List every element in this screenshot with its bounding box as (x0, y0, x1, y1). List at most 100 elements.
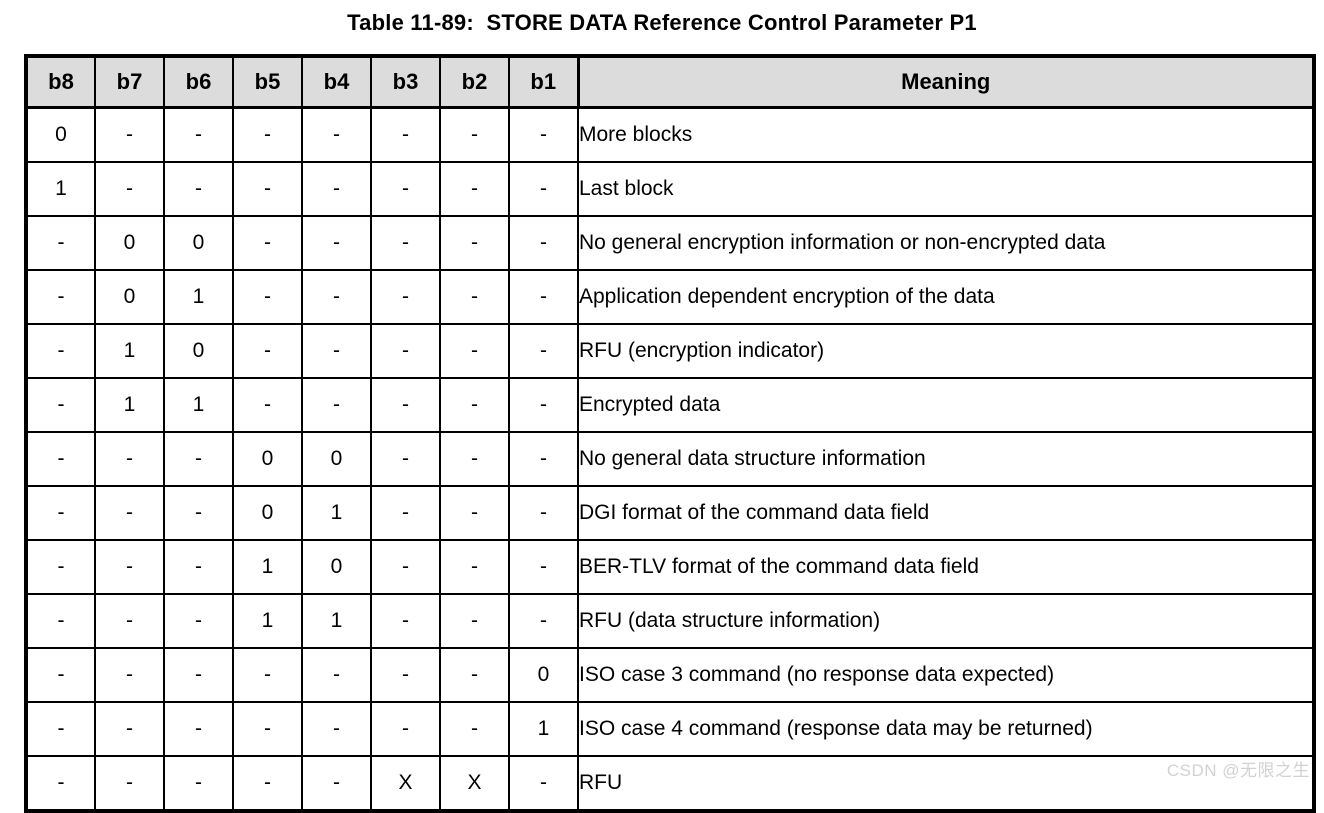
bit-cell-b2: - (439, 269, 510, 325)
bit-cell-b7: - (94, 106, 165, 163)
bit-cell-b6: 0 (163, 323, 234, 379)
bit-cell-b1: - (508, 539, 579, 595)
bit-cell-b5: - (232, 106, 303, 163)
column-header-b1: b1 (508, 55, 579, 109)
column-header-b6: b6 (163, 55, 234, 109)
bit-cell-b7: - (94, 431, 165, 487)
column-header-b2: b2 (439, 55, 510, 109)
bit-cell-b2: - (439, 539, 510, 595)
bit-cell-b4: 0 (301, 539, 372, 595)
bit-cell-b1: - (508, 269, 579, 325)
bit-cell-b8: - (25, 215, 96, 271)
table-container: b8 b7 b6 b5 b4 b3 b2 b1 Meaning 0-------… (24, 54, 1316, 813)
table-row: 1-------Last block (25, 161, 1315, 217)
table-header: b8 b7 b6 b5 b4 b3 b2 b1 Meaning (25, 55, 1315, 109)
bit-cell-b2: - (439, 701, 510, 757)
bit-cell-b2: - (439, 161, 510, 217)
bit-cell-b4: 1 (301, 593, 372, 649)
bit-cell-b3: - (370, 106, 441, 163)
bit-cell-b8: - (25, 755, 96, 811)
bit-cell-b6: - (163, 593, 234, 649)
column-header-b5: b5 (232, 55, 303, 109)
bit-cell-b7: - (94, 593, 165, 649)
column-header-b3: b3 (370, 55, 441, 109)
bit-cell-b7: - (94, 755, 165, 811)
bit-cell-b3: - (370, 431, 441, 487)
bit-cell-b3: - (370, 647, 441, 703)
meaning-cell: More blocks (577, 106, 1315, 163)
bit-cell-b6: - (163, 701, 234, 757)
column-header-b7: b7 (94, 55, 165, 109)
bit-cell-b6: 1 (163, 377, 234, 433)
bit-cell-b2: - (439, 377, 510, 433)
bit-cell-b1: - (508, 377, 579, 433)
bit-cell-b2: - (439, 323, 510, 379)
bit-cell-b2: X (439, 755, 510, 811)
bit-cell-b6: - (163, 539, 234, 595)
bit-cell-b5: - (232, 647, 303, 703)
meaning-cell: Encrypted data (577, 377, 1315, 433)
bit-cell-b4: - (301, 106, 372, 163)
bit-cell-b7: - (94, 539, 165, 595)
bit-cell-b5: - (232, 323, 303, 379)
bit-cell-b6: - (163, 431, 234, 487)
meaning-cell: Last block (577, 161, 1315, 217)
bit-cell-b7: 0 (94, 215, 165, 271)
bit-cell-b8: - (25, 647, 96, 703)
bit-cell-b1: - (508, 755, 579, 811)
bit-cell-b7: - (94, 701, 165, 757)
bit-cell-b4: - (301, 377, 372, 433)
meaning-cell: ISO case 3 command (no response data exp… (577, 647, 1315, 703)
bit-cell-b6: - (163, 161, 234, 217)
bit-cell-b8: - (25, 485, 96, 541)
meaning-cell: RFU (577, 755, 1315, 811)
bit-cell-b1: 0 (508, 647, 579, 703)
bit-cell-b8: - (25, 431, 96, 487)
bit-cell-b2: - (439, 593, 510, 649)
bit-cell-b7: 0 (94, 269, 165, 325)
bit-cell-b1: - (508, 485, 579, 541)
bit-cell-b8: 0 (25, 106, 96, 163)
bit-cell-b4: - (301, 269, 372, 325)
meaning-cell: No general encryption information or non… (577, 215, 1315, 271)
bit-cell-b2: - (439, 485, 510, 541)
bit-cell-b3: - (370, 269, 441, 325)
bit-cell-b3: - (370, 323, 441, 379)
bit-cell-b6: 0 (163, 215, 234, 271)
header-row: b8 b7 b6 b5 b4 b3 b2 b1 Meaning (25, 55, 1315, 109)
bit-cell-b1: - (508, 106, 579, 163)
meaning-cell: RFU (data structure information) (577, 593, 1315, 649)
bit-cell-b6: - (163, 106, 234, 163)
bit-cell-b2: - (439, 647, 510, 703)
table-row: 0-------More blocks (25, 106, 1315, 163)
bit-cell-b8: - (25, 539, 96, 595)
bit-cell-b6: - (163, 755, 234, 811)
bit-cell-b7: - (94, 485, 165, 541)
page-root: Table 11-89: STORE DATA Reference Contro… (24, 10, 1316, 813)
meaning-cell: ISO case 4 command (response data may be… (577, 701, 1315, 757)
bit-cell-b8: - (25, 593, 96, 649)
bit-cell-b5: - (232, 161, 303, 217)
bit-cell-b6: 1 (163, 269, 234, 325)
bit-cell-b5: 0 (232, 485, 303, 541)
meaning-cell: BER-TLV format of the command data field (577, 539, 1315, 595)
bit-cell-b5: - (232, 701, 303, 757)
bit-cell-b8: - (25, 701, 96, 757)
bit-cell-b4: - (301, 323, 372, 379)
bit-cell-b7: - (94, 647, 165, 703)
bit-cell-b1: - (508, 593, 579, 649)
bit-cell-b8: - (25, 377, 96, 433)
bit-cell-b5: - (232, 377, 303, 433)
bit-cell-b6: - (163, 485, 234, 541)
column-header-meaning: Meaning (576, 55, 1315, 109)
